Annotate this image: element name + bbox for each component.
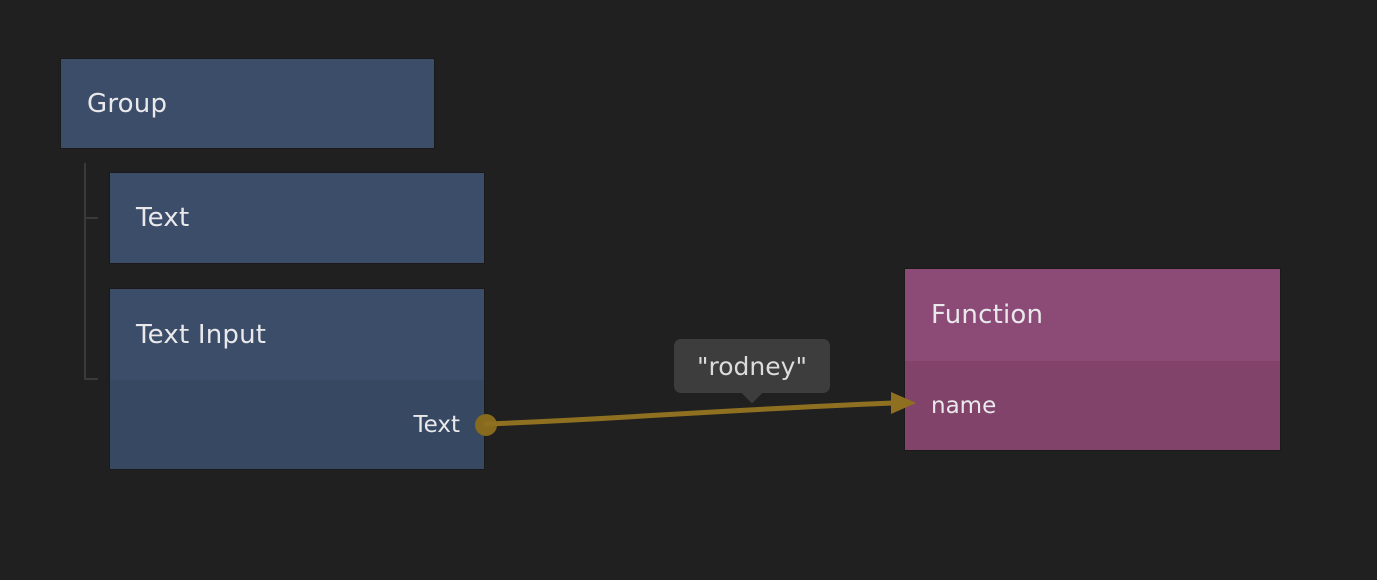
tooltip-pointer-icon — [740, 380, 764, 404]
text-output-port-dot-icon[interactable] — [475, 413, 497, 436]
node-text-input-title: Text Input — [136, 319, 267, 350]
node-group-title: Group — [87, 88, 168, 119]
value-preview-tooltip: "rodney" — [674, 339, 830, 404]
group-tree-connector-line — [84, 163, 98, 380]
node-text-input-body: Text — [110, 380, 497, 469]
node-group[interactable]: Group — [61, 59, 434, 148]
text-output-port-label: Text — [413, 411, 460, 438]
node-function[interactable]: Function name — [905, 269, 1280, 450]
node-text-header[interactable]: Text — [110, 173, 484, 263]
text-output-port[interactable]: Text — [110, 380, 497, 469]
tooltip-text: "rodney" — [697, 351, 807, 381]
name-input-port-label: name — [931, 392, 997, 419]
name-input-port[interactable]: name — [905, 361, 1280, 450]
node-text[interactable]: Text — [110, 173, 484, 263]
node-function-header[interactable]: Function — [905, 269, 1280, 361]
node-text-title: Text — [136, 203, 190, 233]
node-function-title: Function — [931, 300, 1044, 330]
node-group-header[interactable]: Group — [61, 59, 434, 148]
node-function-body: name — [905, 361, 1280, 450]
node-text-input[interactable]: Text Input Text — [110, 289, 497, 469]
connection-wire[interactable] — [483, 400, 896, 427]
node-text-input-header[interactable]: Text Input — [110, 289, 484, 380]
